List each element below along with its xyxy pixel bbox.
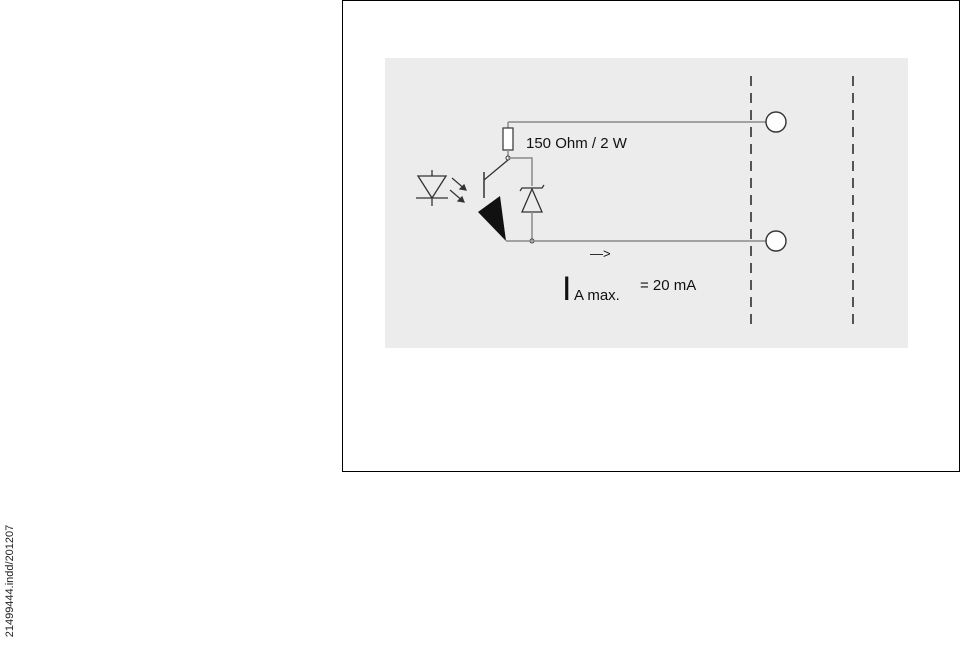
- terminal-bottom: [766, 231, 786, 251]
- terminal-top: [766, 112, 786, 132]
- current-value: = 20 mA: [640, 277, 696, 294]
- document-id: 21499444.indd/201207: [4, 511, 16, 651]
- diagram-panel: [385, 58, 908, 348]
- current-symbol: I: [562, 270, 571, 308]
- resistor-symbol: [503, 128, 513, 150]
- current-arrow: —>: [590, 246, 611, 261]
- resistor-label: 150 Ohm / 2 W: [526, 135, 628, 152]
- current-subscript: A max.: [574, 287, 620, 304]
